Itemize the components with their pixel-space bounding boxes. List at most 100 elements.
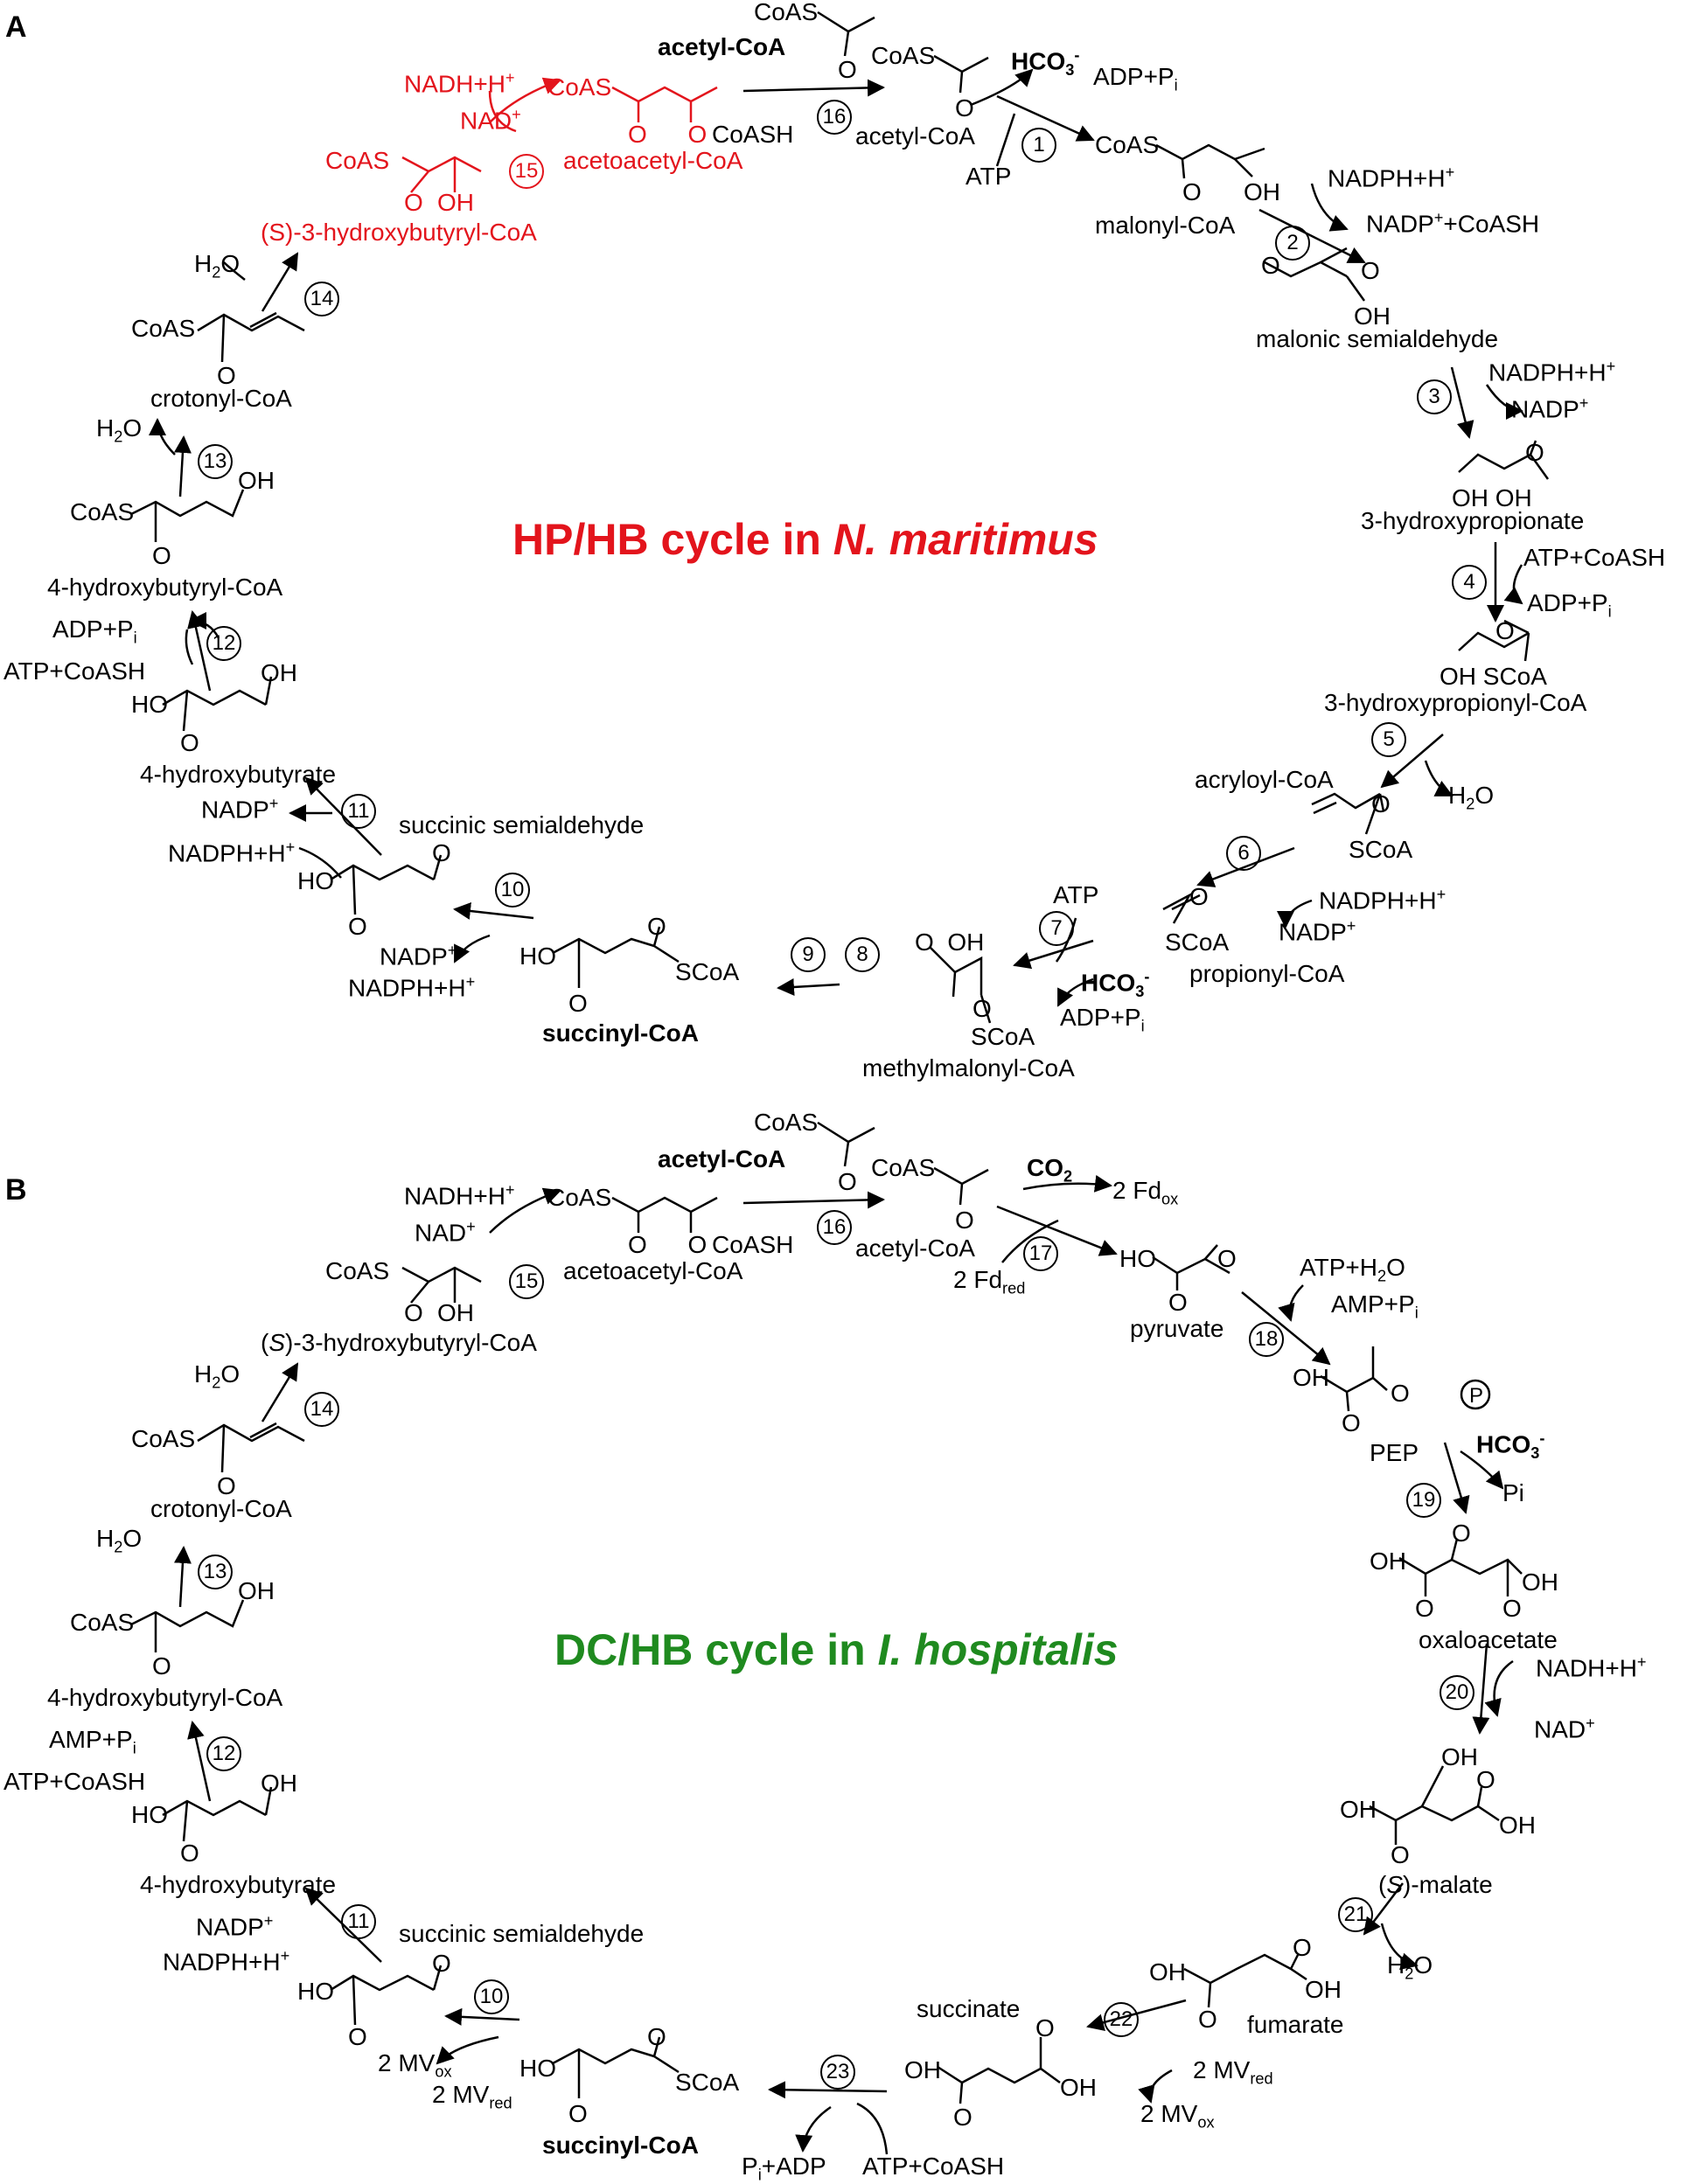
a-struct-coas: CoAS xyxy=(754,0,819,25)
b-struct-o-12: O xyxy=(1293,1934,1312,1961)
b-mvox-10: 2 MVox xyxy=(378,2049,452,2081)
a-struct-oh-3: OH xyxy=(261,659,297,686)
a-struct-o-12: O xyxy=(568,990,588,1017)
a-struct-coas-4: CoAS xyxy=(70,498,135,525)
a-nadph-3: NADPH+H+ xyxy=(1488,358,1616,386)
b-nadh-20: NADH+H+ xyxy=(1536,1653,1647,1682)
b-struct-o-2: O xyxy=(955,1207,974,1234)
panel-a-letter: A xyxy=(5,10,27,44)
a-acetyl-coa-bold: acetyl-CoA xyxy=(658,33,786,60)
b-struct-o-22: O xyxy=(217,1472,236,1499)
b-pi-19: Pi xyxy=(1502,1479,1524,1506)
a-acryloyl-coa: acryloyl-CoA xyxy=(1195,766,1334,793)
b-struct-coas: CoAS xyxy=(754,1109,819,1136)
b-pi-adp-23: Pi+ADP xyxy=(742,2153,826,2184)
b-struct-oh-10: OH xyxy=(1060,2074,1097,2101)
a-struct-o-6: O xyxy=(1525,439,1544,466)
a-struct-scoa-2: SCoA xyxy=(1165,929,1230,956)
a-coash-16: CoASH xyxy=(712,121,794,148)
b-step-11: 11 xyxy=(341,1904,376,1939)
a-crotonyl-coa: crotonyl-CoA xyxy=(150,385,292,412)
a-step-15: 15 xyxy=(509,154,544,189)
b-struct-o-15: O xyxy=(953,2104,972,2131)
a-struct-o-o-red: O O xyxy=(628,121,708,148)
a-s3-hydroxybutyryl-coa: (S)-3-hydroxybutyryl-CoA xyxy=(261,219,537,246)
a-step-6: 6 xyxy=(1226,836,1261,871)
a-struct-o-oh: O OH xyxy=(915,929,985,956)
b-nadph-11: NADPH+H+ xyxy=(163,1947,290,1976)
a-struct-o-13: O xyxy=(432,839,451,866)
a-malonyl-coa: malonyl-CoA xyxy=(1095,212,1236,239)
b-step-23: 23 xyxy=(820,2055,855,2090)
a-struct-oh-red: OH xyxy=(437,189,474,216)
a-struct-oh-2: OH xyxy=(1354,303,1391,330)
a-acetoacetyl-coa: acetoacetyl-CoA xyxy=(563,147,743,174)
a-struct-scoa-4: SCoA xyxy=(675,958,740,985)
b-struct-o: O xyxy=(838,1168,857,1195)
a-4-hydroxybutyryl-coa: 4-hydroxybutyryl-CoA xyxy=(47,574,283,601)
b-struct-coas-2: CoAS xyxy=(871,1154,936,1181)
a-step-9: 9 xyxy=(791,937,826,972)
a-succinic-semialdehyde: succinic semialdehyde xyxy=(399,811,645,838)
a-adp-pi-4: ADP+Pi xyxy=(1527,589,1612,621)
a-struct-oh-4: OH xyxy=(238,467,275,494)
b-struct-ho-4: HO xyxy=(131,1801,168,1828)
a-step-5: 5 xyxy=(1371,722,1406,757)
b-mvred-22: 2 MVred xyxy=(1193,2056,1273,2088)
b-struct-o-14: O xyxy=(1035,2014,1055,2041)
b-hco3-19: HCO3- xyxy=(1476,1429,1545,1462)
b-step-20: 20 xyxy=(1440,1675,1474,1710)
b-acetyl-coa: acetyl-CoA xyxy=(855,1235,975,1262)
b-step-22: 22 xyxy=(1104,2002,1139,2037)
b-atp-coash-12: ATP+CoASH xyxy=(3,1768,146,1795)
a-struct-o-5: O xyxy=(1361,257,1380,284)
a-nadh-15: NADH+H+ xyxy=(404,69,515,98)
b-struct-oh-9: OH xyxy=(904,2056,941,2083)
panel-b-letter: B xyxy=(5,1173,27,1207)
a-struct-ho: HO xyxy=(519,942,556,970)
b-s-malate: (S)-malate xyxy=(1378,1871,1493,1898)
b-s3-hydroxybutyryl-coa: (S)-3-hydroxybutyryl-CoA xyxy=(261,1329,537,1356)
a-atp-1: ATP xyxy=(966,163,1012,190)
b-struct-o-3: O xyxy=(1217,1245,1237,1272)
a-struct-o-14: O xyxy=(348,913,367,940)
a-struct-ho-2: HO xyxy=(297,867,334,894)
a-adp-pi-1: ADP+Pi xyxy=(1093,63,1178,94)
a-struct-coas-3: CoAS xyxy=(1095,131,1160,158)
a-struct-o: O xyxy=(838,56,857,83)
b-struct-coas-4: CoAS xyxy=(131,1425,196,1452)
b-step-12: 12 xyxy=(206,1736,241,1771)
a-nadp-11: NADP+ xyxy=(201,795,279,824)
b-struct-scoa: SCoA xyxy=(675,2069,740,2096)
b-struct-oh-7: OH xyxy=(1149,1958,1186,1986)
b-struct-o-9: O xyxy=(1502,1595,1522,1622)
a-struct-o-16: O xyxy=(152,542,171,569)
b-struct-o-20: O xyxy=(180,1840,199,1867)
b-struct-coas-3: CoAS xyxy=(70,1609,135,1636)
b-step-19: 19 xyxy=(1406,1483,1441,1518)
panel-b-title: DC/HB cycle in I. hospitalis xyxy=(554,1625,1119,1674)
a-step-3: 3 xyxy=(1417,379,1452,414)
a-struct-coas-2: CoAS xyxy=(871,42,936,69)
a-propionyl-coa: propionyl-CoA xyxy=(1189,960,1345,987)
b-step-13: 13 xyxy=(198,1555,233,1589)
b-struct-oh-11: OH xyxy=(261,1770,297,1797)
a-step-8: 8 xyxy=(845,937,880,972)
a-4-hydroxybutyrate: 4-hydroxybutyrate xyxy=(140,761,337,788)
b-oxaloacetate: oxaloacetate xyxy=(1419,1626,1558,1653)
b-succinyl-coa: succinyl-CoA xyxy=(542,2132,699,2159)
b-struct-oh-4: OH xyxy=(1441,1743,1478,1770)
a-nadph-11: NADPH+H+ xyxy=(168,838,296,867)
b-struct-o-19: O xyxy=(348,2023,367,2050)
b-pep: PEP xyxy=(1370,1439,1419,1466)
b-succinic-semialdehyde: succinic semialdehyde xyxy=(399,1920,645,1947)
a-struct-oh-oh: OH OH xyxy=(1452,484,1532,511)
b-h2o-14: H2O xyxy=(194,1360,241,1392)
b-struct-coas-5: CoAS xyxy=(325,1257,390,1284)
b-struct-o-16: O xyxy=(647,2023,666,2050)
b-mvox-22: 2 MVox xyxy=(1140,2100,1215,2132)
b-acetyl-coa-bold: acetyl-CoA xyxy=(658,1145,786,1172)
b-struct-o-8: O xyxy=(1415,1595,1434,1622)
